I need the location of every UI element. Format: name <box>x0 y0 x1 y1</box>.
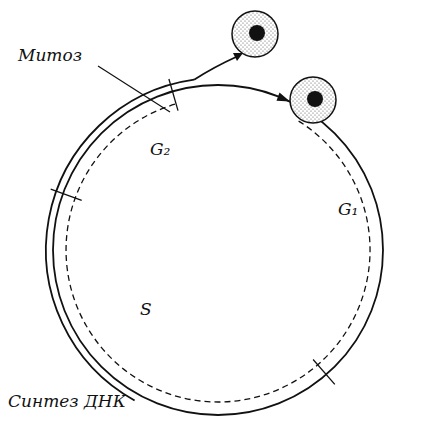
phase-label: Митоз <box>18 46 82 65</box>
nucleus <box>307 91 323 107</box>
branch-line <box>194 57 236 80</box>
phase-tick <box>313 360 335 385</box>
phase-label: G₂ <box>150 140 170 159</box>
double-line <box>46 80 194 401</box>
process-label: Синтез ДНК <box>8 392 126 411</box>
cell <box>232 11 278 57</box>
phase-tick <box>51 189 82 200</box>
arrow-head <box>277 92 291 101</box>
phase-label: G₁ <box>338 200 358 219</box>
cycle-circle <box>53 85 383 415</box>
dashed-arc <box>66 104 370 402</box>
phase-label: S <box>140 300 152 319</box>
arrow-head <box>233 53 243 61</box>
leader-line <box>98 66 170 112</box>
nucleus <box>249 25 265 41</box>
phase-tick <box>169 79 178 111</box>
cell <box>290 77 336 123</box>
